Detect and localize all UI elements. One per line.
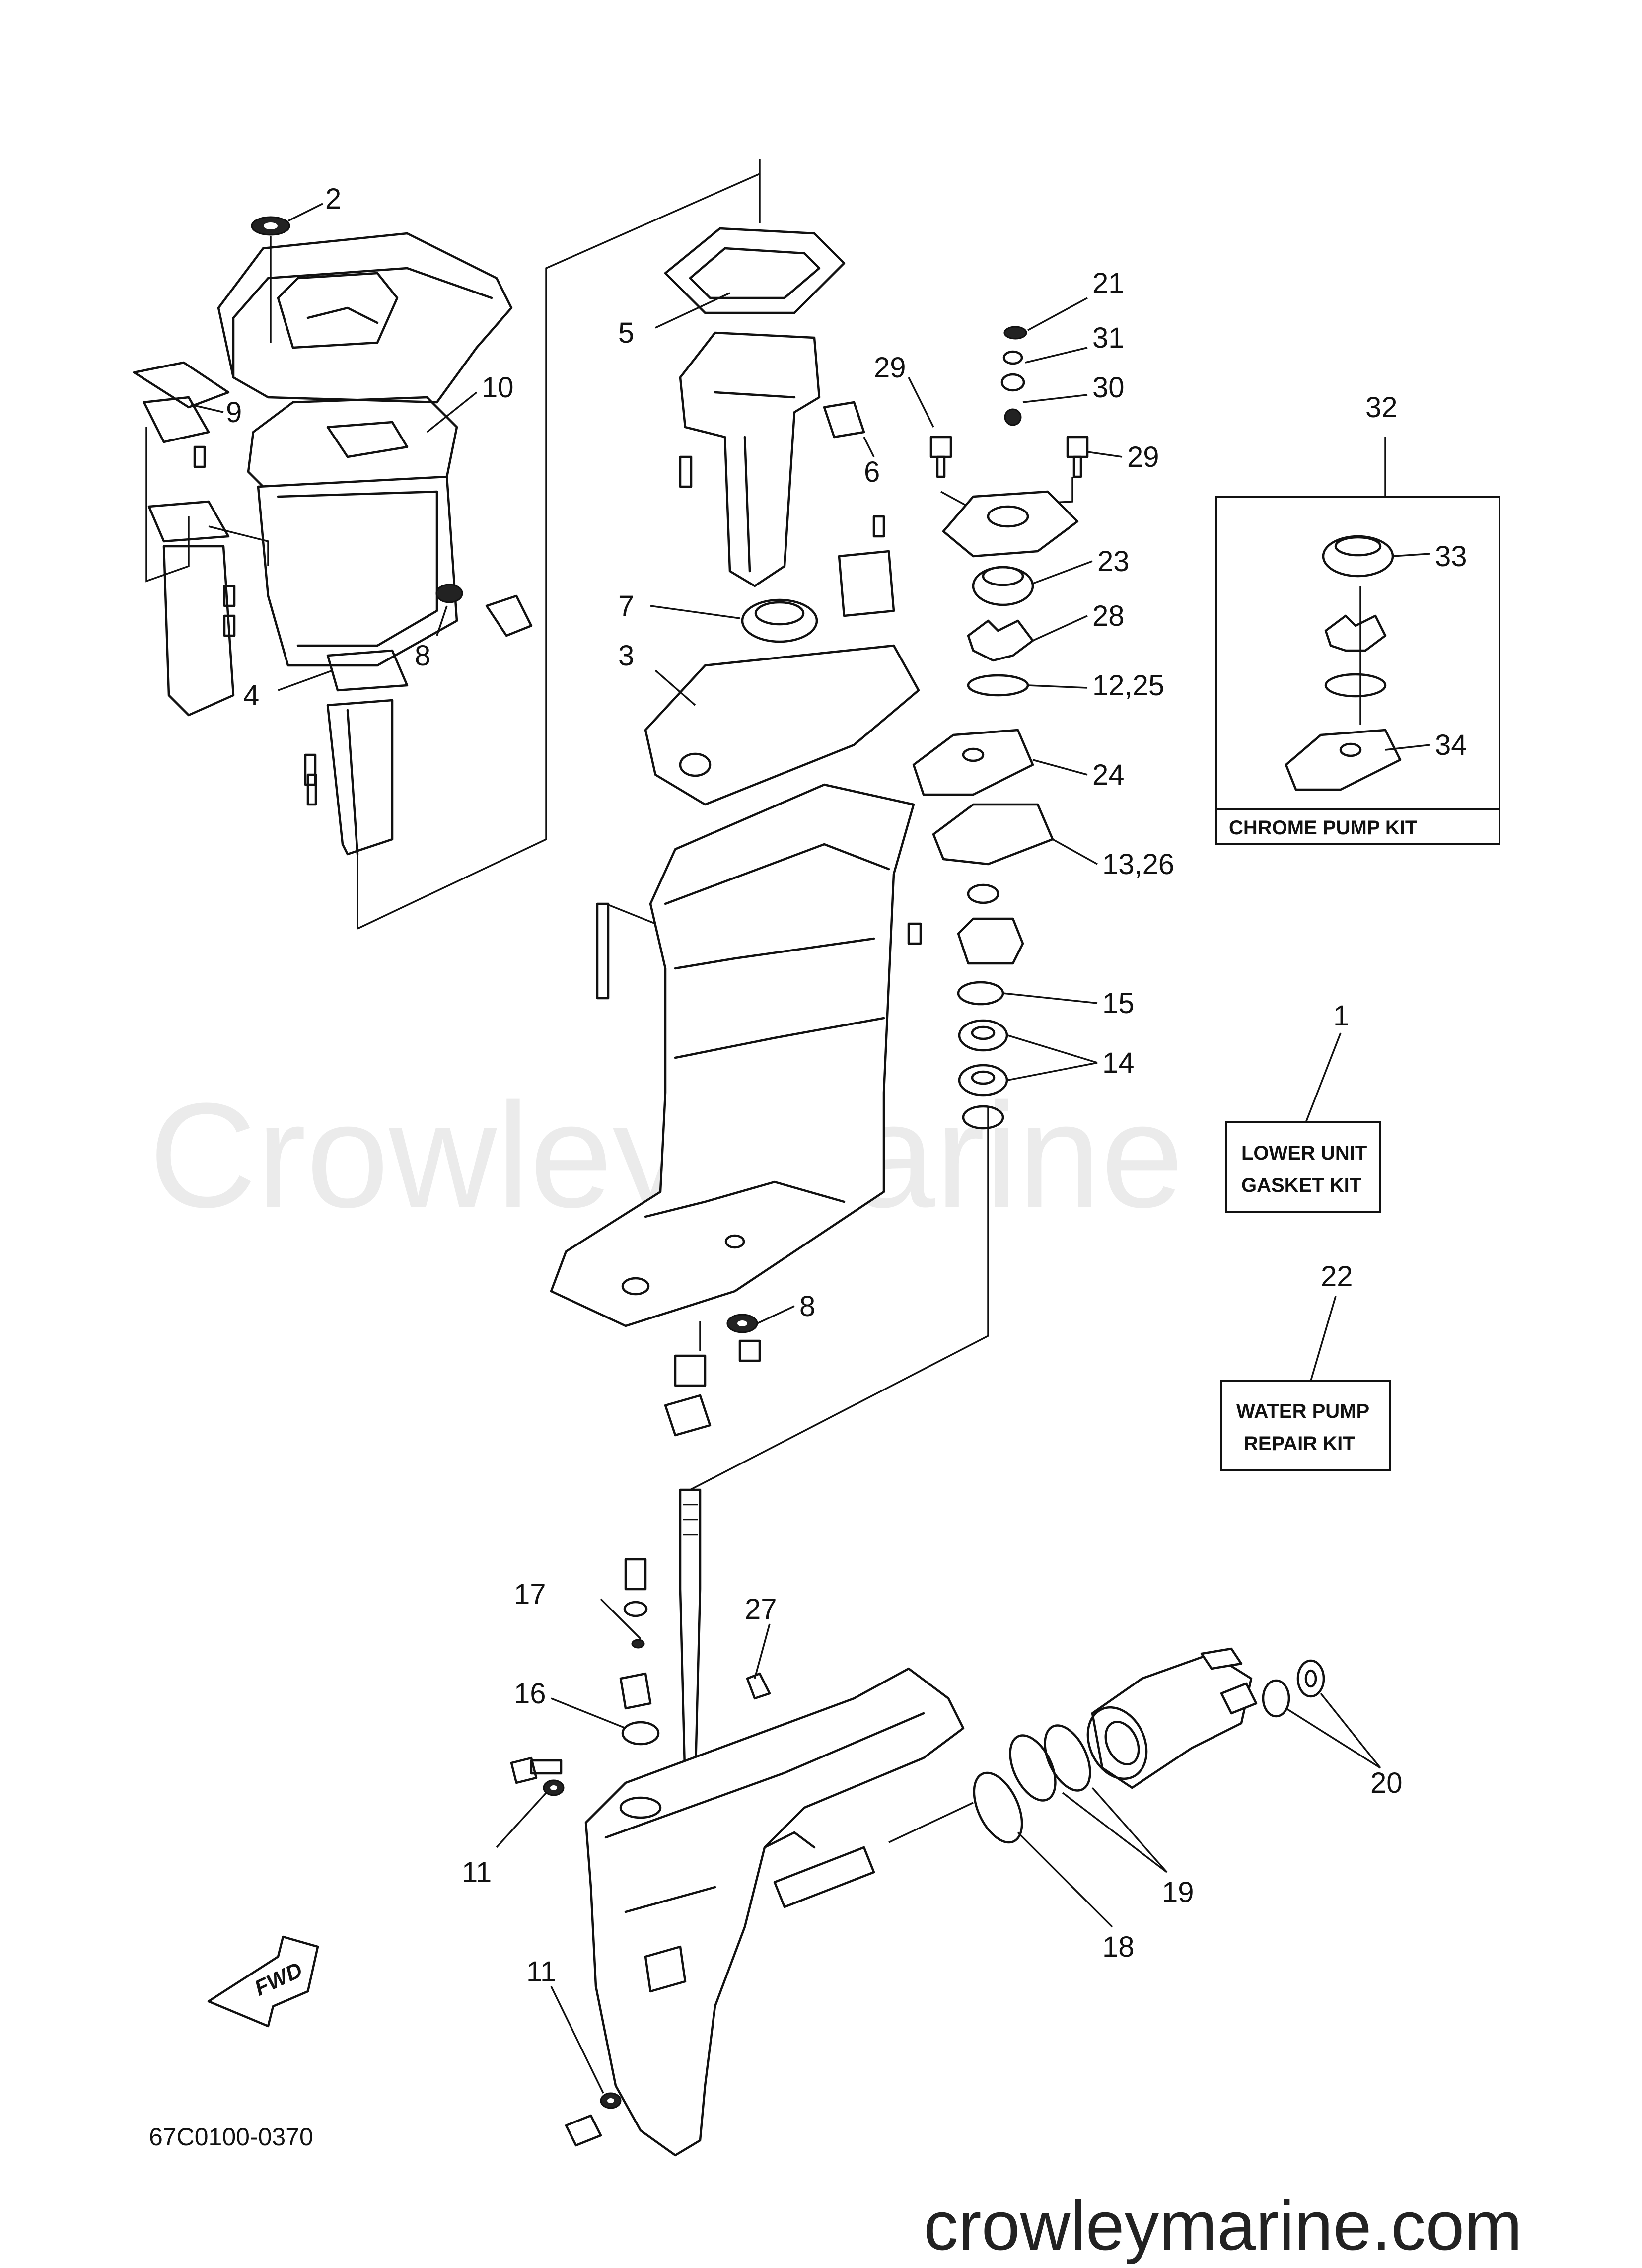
callout-33: 33 [1435, 540, 1467, 573]
callout-16: 16 [514, 1678, 546, 1710]
callout-34: 34 [1435, 729, 1467, 761]
callout-2: 2 [325, 183, 341, 215]
callout-29a: 29 [874, 352, 906, 384]
fwd-arrow: FWD [207, 1935, 319, 2028]
callout-9: 9 [226, 396, 242, 429]
callout-30: 30 [1092, 371, 1125, 404]
water-pump-line2: REPAIR KIT [1244, 1433, 1355, 1455]
callout-31: 31 [1092, 322, 1125, 354]
footer-url: crowleymarine.com [924, 2187, 1522, 2265]
chrome-pump-kit-box: CHROME PUMP KIT [1215, 496, 1500, 845]
callout-3: 3 [618, 640, 634, 672]
callout-17: 17 [514, 1578, 546, 1610]
callout-19: 19 [1162, 1876, 1194, 1908]
callout-22: 22 [1321, 1260, 1353, 1293]
callout-23: 23 [1097, 545, 1130, 578]
callout-4: 4 [243, 679, 259, 712]
diagram-code: 67C0100-0370 [149, 2123, 313, 2151]
callout-8b: 8 [799, 1290, 815, 1322]
water-pump-assembly [912, 326, 1089, 1130]
drive-shaft-housing-assembly [550, 227, 989, 1491]
callout-28: 28 [1092, 600, 1125, 632]
lower-unit-line2: GASKET KIT [1241, 1174, 1361, 1196]
gearcase-assembly [510, 1488, 1325, 2157]
callout-15: 15 [1102, 987, 1135, 1020]
water-pump-line1: WATER PUMP [1236, 1400, 1369, 1422]
callout-1: 1 [1333, 1000, 1349, 1032]
callout-11b: 11 [526, 1956, 556, 1988]
callout-13-26: 13,26 [1102, 848, 1174, 880]
callout-7: 7 [618, 590, 634, 622]
callout-12-25: 12,25 [1092, 669, 1164, 702]
callout-5: 5 [618, 317, 634, 349]
callout-14: 14 [1102, 1047, 1135, 1079]
callout-6: 6 [864, 456, 880, 488]
water-pump-repair-kit-box: WATER PUMP REPAIR KIT [1220, 1380, 1391, 1471]
callout-8a: 8 [415, 640, 430, 672]
callout-18: 18 [1102, 1931, 1135, 1963]
callout-29b: 29 [1127, 441, 1159, 473]
callout-27: 27 [745, 1593, 777, 1625]
lower-unit-gasket-kit-box: LOWER UNIT GASKET KIT [1225, 1121, 1381, 1213]
callout-21: 21 [1092, 267, 1125, 299]
upper-casing-assembly [133, 159, 761, 930]
leader-lines [191, 203, 1430, 2094]
chrome-pump-kit-label: CHROME PUMP KIT [1229, 817, 1417, 839]
callout-11a: 11 [462, 1856, 492, 1889]
callout-20: 20 [1370, 1767, 1403, 1799]
lower-unit-line1: LOWER UNIT [1241, 1142, 1367, 1164]
callout-32: 32 [1365, 391, 1398, 424]
callout-numbers: 2 5 10 9 8 4 6 7 3 21 31 30 29 29 23 28 … [226, 183, 1467, 1988]
callout-10: 10 [482, 371, 514, 404]
callout-24: 24 [1092, 759, 1125, 791]
